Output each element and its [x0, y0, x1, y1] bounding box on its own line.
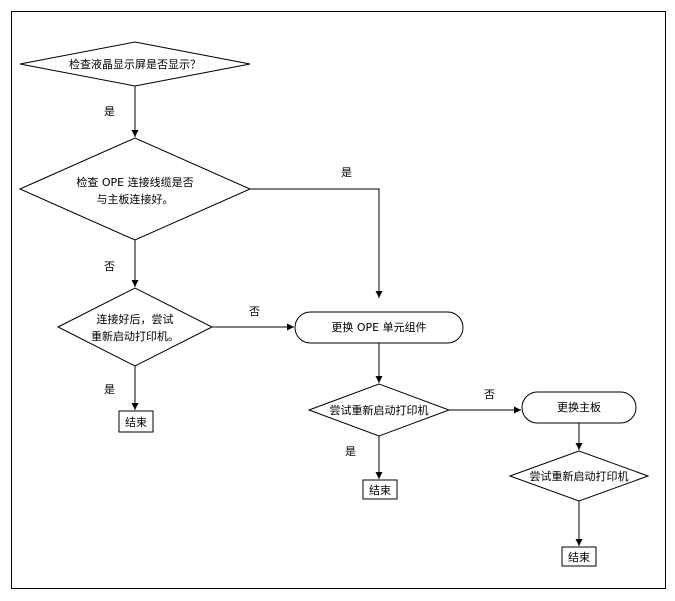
end-terminal-3 — [561, 546, 597, 567]
end-terminal-1 — [118, 410, 154, 433]
decision-restart-c-label: 尝试重新启动打印机 — [530, 469, 629, 483]
edge-cable-to-replace-ope — [250, 188, 383, 298]
decision-restart-b-label: 尝试重新启动打印机 — [330, 403, 429, 417]
edge-lcd-to-cable-label: 是 — [104, 105, 115, 118]
edge-restart-b-to-end-label: 是 — [345, 445, 356, 458]
process-replace-mainboard-label: 更换主板 — [557, 400, 601, 414]
edge-restart-to-replace-ope-label: 否 — [249, 305, 260, 318]
decision-ope-cable-label-2: 与主板连接好。 — [97, 192, 174, 206]
end-terminal-3-label: 结束 — [568, 551, 590, 564]
decision-lcd-display-label: 检查液晶显示屏是否显示？ — [69, 57, 201, 71]
decision-restart-c — [508, 450, 650, 502]
decision-reconnect-restart-label-2: 重新启动打印机。 — [91, 329, 179, 343]
decision-reconnect-restart-label-1: 连接好后，尝试 — [97, 312, 174, 326]
decision-ope-cable-label-1: 检查 OPE 连接线缆是否 — [76, 175, 193, 189]
decision-ope-cable — [18, 137, 252, 241]
edge-restart-to-end-label: 是 — [104, 383, 115, 396]
diagram-frame — [11, 11, 666, 589]
end-terminal-2-label: 结束 — [369, 484, 391, 497]
end-terminal-2 — [362, 479, 398, 500]
edge-restart-b-to-replace-main-label: 否 — [484, 388, 495, 401]
edge-cable-to-replace-ope-label: 是 — [341, 166, 352, 179]
decision-lcd-display — [19, 41, 251, 87]
process-replace-ope-label: 更换 OPE 单元组件 — [331, 320, 426, 334]
decision-reconnect-restart — [56, 287, 214, 367]
edge-cable-to-restart-label: 否 — [104, 260, 115, 273]
end-terminal-1-label: 结束 — [125, 416, 147, 429]
